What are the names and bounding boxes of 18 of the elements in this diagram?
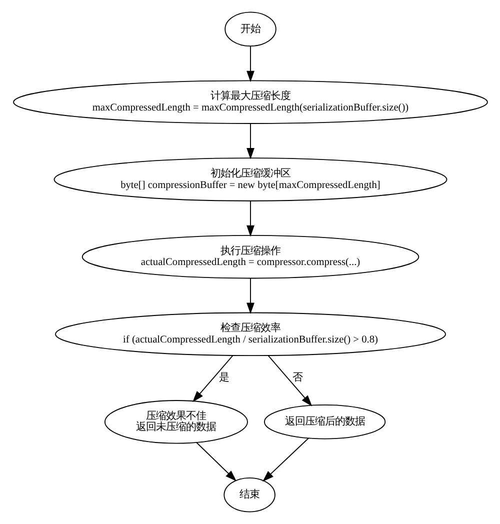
node-ellipse: 开始	[224, 12, 276, 46]
node-ellipse: 执行压缩操作 actualCompressedLength = compressor.compress(...)	[81, 234, 419, 279]
node-ellipse: 初始化压缩缓冲区 byte[] compressionBuffer = new byte[maxCompressedLength]	[53, 158, 447, 202]
node-ellipse: 返回压缩后的数据	[263, 404, 386, 440]
arrow	[262, 438, 308, 482]
arrow	[246, 278, 254, 314]
arrow	[246, 46, 254, 82]
arrow	[267, 354, 312, 406]
arrow	[192, 354, 233, 402]
node-ellipse: 计算最大压缩长度 maxCompressedLength = maxCompressedLength(serializationBuffer.size())	[12, 80, 488, 124]
arrow	[246, 200, 254, 237]
arrow	[196, 442, 236, 482]
arrow	[246, 123, 254, 160]
node-ellipse: 结束	[223, 477, 275, 512]
edge-label: 是	[218, 372, 229, 384]
edge-label: 否	[292, 372, 302, 384]
node-ellipse: 检查压缩效率 if (actualCompressedLength / serializationBuffer.size() > 0.8)	[54, 312, 446, 356]
node-ellipse: 压缩效果不佳 返回未压缩的数据	[104, 400, 248, 444]
